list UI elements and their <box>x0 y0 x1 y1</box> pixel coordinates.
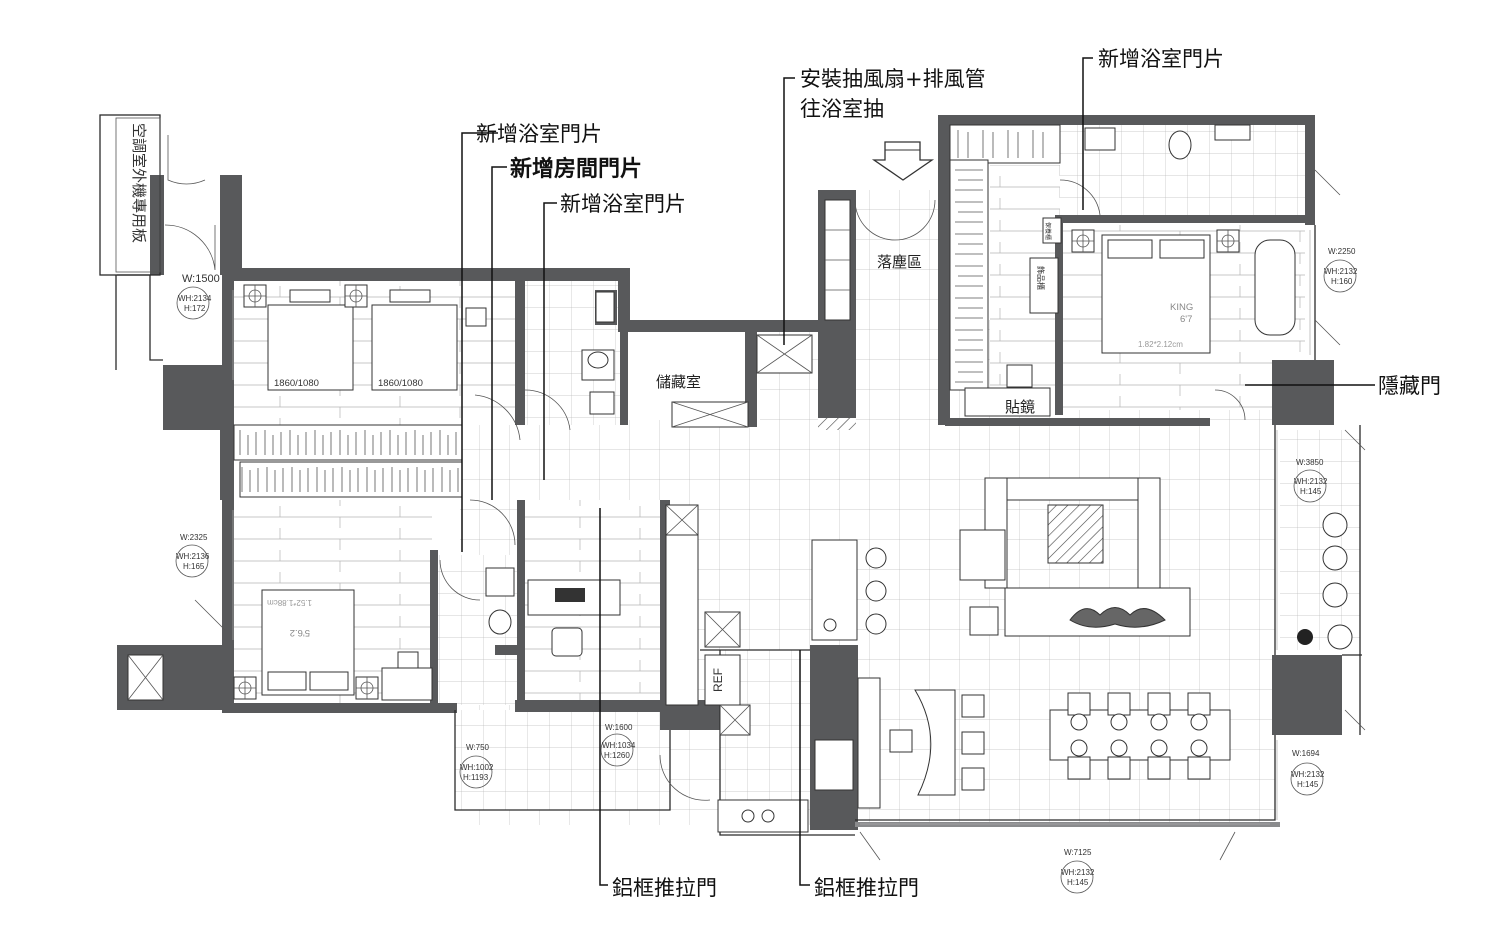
label-refrigerator: REF <box>711 668 725 692</box>
callout-exhaust-fan-line1: 安裝抽風扇+排風管 <box>800 67 986 91</box>
callout-exhaust-fan-line2: 往浴室抽 <box>800 97 884 121</box>
label-bed-single-2: 1860/1080 <box>378 378 423 389</box>
entrance-arrow-icon <box>871 141 935 181</box>
bath-fixtures <box>485 124 1251 635</box>
svg-text:WH:2134: WH:2134 <box>178 294 212 303</box>
desks <box>381 239 1296 701</box>
wardrobes-bedroom1 <box>233 424 463 498</box>
nightstands <box>233 229 1240 700</box>
window-tag-w2325: W:2325 WH:2136 H:165 <box>175 533 210 578</box>
bed-queen <box>261 589 355 696</box>
dining-chair <box>1187 739 1211 780</box>
label-bed-queen-dim: 1.52*1.88cm <box>267 598 312 607</box>
callout-alu-slide-door-1: 鋁框推拉門 <box>612 876 717 900</box>
label-ac-ledge: 空調室外機專用板 <box>130 123 148 243</box>
label-bed-king: KING <box>1170 302 1193 313</box>
window-tag-w7125: W:7125 WH:2132 H:145 <box>1060 848 1095 894</box>
dining-chairs <box>1067 692 1211 780</box>
closet-ticks <box>955 130 1044 383</box>
label-mirror: 貼鏡 <box>1005 398 1035 416</box>
label-storage-room: 儲藏室 <box>656 373 701 391</box>
bed-single-2 <box>371 289 458 391</box>
callout-room-door: 新增房間門片 <box>510 156 642 182</box>
svg-text:WH:2132: WH:2132 <box>1324 267 1358 276</box>
dining-chair <box>1067 739 1091 780</box>
callout-bath-door-2: 新增浴室門片 <box>560 192 686 216</box>
svg-text:WH:1034: WH:1034 <box>602 741 636 750</box>
label-jewelry-cabinet: 飾品櫃 <box>1036 266 1046 290</box>
tall-cabinet-center <box>818 199 856 430</box>
window-tag-w750: W:750 WH:1002 H:1193 <box>459 743 494 789</box>
doors <box>164 135 1366 861</box>
svg-text:H:145: H:145 <box>1067 878 1089 887</box>
svg-text:WH:2132: WH:2132 <box>1294 477 1328 486</box>
label-bed-single-1: 1860/1080 <box>274 378 319 389</box>
label-bed-king-size: 6'7 <box>1180 314 1192 325</box>
bar-stools <box>865 547 887 635</box>
sofa-set <box>959 477 1191 637</box>
dining-chair <box>1147 739 1171 780</box>
shaft-box <box>127 291 615 701</box>
svg-text:H:172: H:172 <box>184 304 206 313</box>
label-dust-area: 落塵區 <box>877 253 922 271</box>
svg-text:W:1600: W:1600 <box>605 723 633 732</box>
dining-chair <box>1147 692 1171 731</box>
dining-chair <box>1107 739 1131 780</box>
callout-alu-slide-door-2: 鋁框推拉門 <box>814 876 919 900</box>
svg-text:W:1694: W:1694 <box>1292 749 1320 758</box>
label-bed-queen: 5'6.2 <box>290 627 310 638</box>
svg-text:WH:1002: WH:1002 <box>460 763 494 772</box>
svg-text:W:7125: W:7125 <box>1064 848 1092 857</box>
svg-text:WH:2132: WH:2132 <box>1291 770 1325 779</box>
window-tag-w1694: W:1694 WH:2132 H:145 <box>1290 749 1325 796</box>
label-vanity: 保養櫃 <box>1044 222 1052 240</box>
bed-single-1 <box>267 289 354 391</box>
callout-bath-door-1: 新增浴室門片 <box>476 122 602 146</box>
balcony-chairs <box>1297 512 1353 650</box>
window-tag-w2250: W:2250 WH:2132 H:160 <box>1323 247 1358 293</box>
label-bed-king-dim: 1.82*2.12cm <box>1138 340 1183 349</box>
dining-chair <box>1187 692 1211 731</box>
callout-bath-door-top-right: 新增浴室門片 <box>1098 47 1224 71</box>
dining-chair <box>1067 692 1091 731</box>
svg-text:H:145: H:145 <box>1297 780 1319 789</box>
storage-cabinets <box>671 334 813 428</box>
svg-text:H:1260: H:1260 <box>604 751 630 760</box>
window-tag-w3850: W:3850 WH:2132 H:145 <box>1293 458 1328 503</box>
wardrobe-ticks <box>239 430 459 492</box>
dining-chair <box>1107 692 1131 731</box>
svg-text:H:145: H:145 <box>1300 487 1322 496</box>
bed-king <box>1101 234 1211 354</box>
svg-text:W:750: W:750 <box>466 743 490 752</box>
svg-text:H:165: H:165 <box>183 562 205 571</box>
window-tag-w1500: W:1500 WH:2134 H:172 <box>176 273 220 320</box>
kitchen-units <box>665 504 881 833</box>
svg-text:W:1500: W:1500 <box>182 273 220 285</box>
svg-text:W:3850: W:3850 <box>1296 458 1324 467</box>
window-tag-w1600: W:1600 WH:1034 H:1260 <box>600 723 636 767</box>
svg-text:W:2325: W:2325 <box>180 533 208 542</box>
window-lines <box>232 230 1311 825</box>
callout-hidden-door: 隱藏門 <box>1378 374 1441 398</box>
svg-text:W:2250: W:2250 <box>1328 247 1356 256</box>
svg-text:WH:2132: WH:2132 <box>1061 868 1095 877</box>
svg-text:WH:2136: WH:2136 <box>176 552 210 561</box>
leader-lines <box>461 57 1375 886</box>
island-table <box>889 689 985 796</box>
svg-text:H:160: H:160 <box>1331 277 1353 286</box>
svg-text:H:1193: H:1193 <box>463 773 489 782</box>
